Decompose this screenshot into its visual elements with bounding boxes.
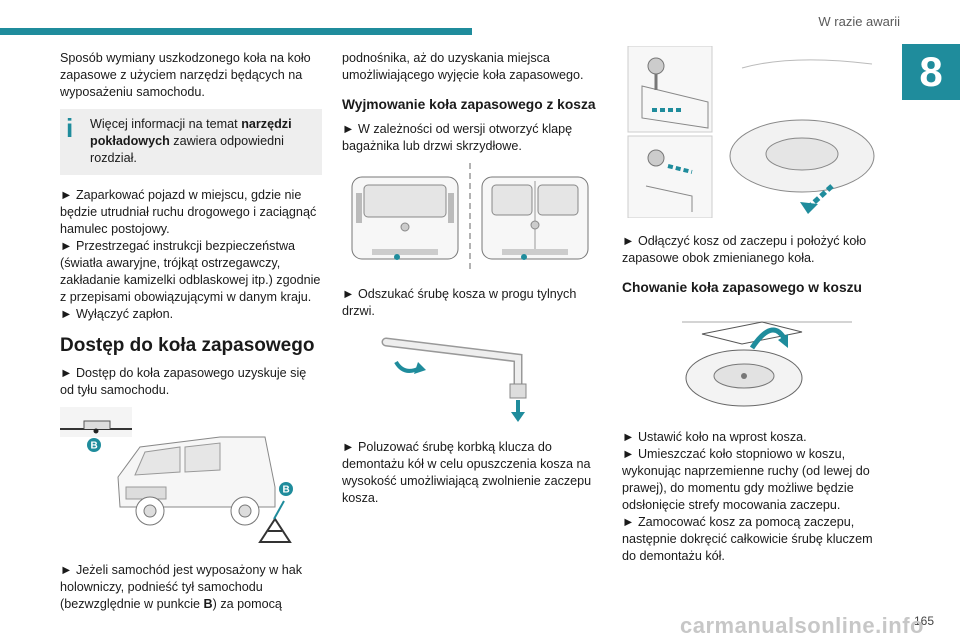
bullet-safety: ► Przestrzegać instrukcji bezpieczeństwa…: [60, 239, 321, 304]
stow-spare-illustration: [622, 304, 884, 419]
intro-text: Sposób wymiany uszkodzonego koła na koło…: [60, 51, 311, 99]
open-door-text: ► W zależności od wersji otworzyć klapę …: [342, 122, 573, 153]
top-accent-bar: [0, 28, 472, 35]
tow-hook-text: ► Jeżeli samochód jest wyposażony w hak …: [60, 563, 303, 611]
point-b-marker-icon: [87, 438, 101, 452]
wrench-illustration: [342, 328, 604, 429]
page-number: 165: [913, 614, 934, 628]
info-note: i Więcej informacji na temat narzędzi po…: [60, 109, 322, 175]
screw-location-icon-2: [521, 254, 527, 260]
van-jack-illustration: B B: [60, 407, 322, 552]
section-title: W razie awarii: [818, 14, 900, 29]
column-3: ► Odłączyć kosz od zaczepu i położyć koł…: [622, 45, 884, 573]
loosen-screw-text: ► Poluzować śrubę korbką klucza do demon…: [342, 440, 592, 505]
step-align-text: ► Ustawić koło na wprost kosza.: [622, 430, 807, 444]
info-note-text: Więcej informacji na temat narzędzi pokł…: [90, 117, 292, 165]
column-2: podnośnika, aż do uzyskania miejsca umoż…: [342, 50, 604, 515]
step-insert-text: ► Umieszczać koło stopniowo w koszu, wyk…: [622, 447, 870, 512]
screw-location-icon: [394, 254, 400, 260]
heading-remove-spare: Wyjmowanie koła zapasowego z kosza: [342, 97, 596, 112]
svg-text:B: B: [91, 441, 98, 452]
heading-spare-access: Dostęp do koła zapasowego: [60, 335, 315, 356]
bullet-ignition: ► Wyłączyć zapłon.: [60, 307, 174, 321]
access-text: ► Dostęp do koła zapasowego uzyskuje się…: [60, 366, 307, 397]
watermark: carmanualsonline.info: [680, 613, 924, 638]
bullet-park: ► Zaparkować pojazd w miejscu, gdzie nie…: [60, 188, 317, 236]
detach-basket-text: ► Odłączyć kosz od zaczepu i położyć koł…: [622, 234, 867, 265]
rear-doors-illustration: [342, 163, 604, 276]
heading-stow-spare: Chowanie koła zapasowego w koszu: [622, 280, 862, 295]
column-1: Sposób wymiany uszkodzonego koła na koło…: [60, 50, 322, 621]
point-b-badge-icon: [279, 482, 293, 496]
jack-continued-text: podnośnika, aż do uzyskania miejsca umoż…: [342, 51, 584, 82]
chapter-number: 8: [902, 44, 960, 100]
info-icon: i: [66, 113, 74, 143]
step-secure-text: ► Zamocować kosz za pomocą zaczepu, nast…: [622, 515, 873, 563]
basket-release-illustration: [622, 45, 884, 223]
svg-text:B: B: [283, 485, 290, 496]
find-screw-text: ► Odszukać śrubę kosza w progu tylnych d…: [342, 287, 577, 318]
